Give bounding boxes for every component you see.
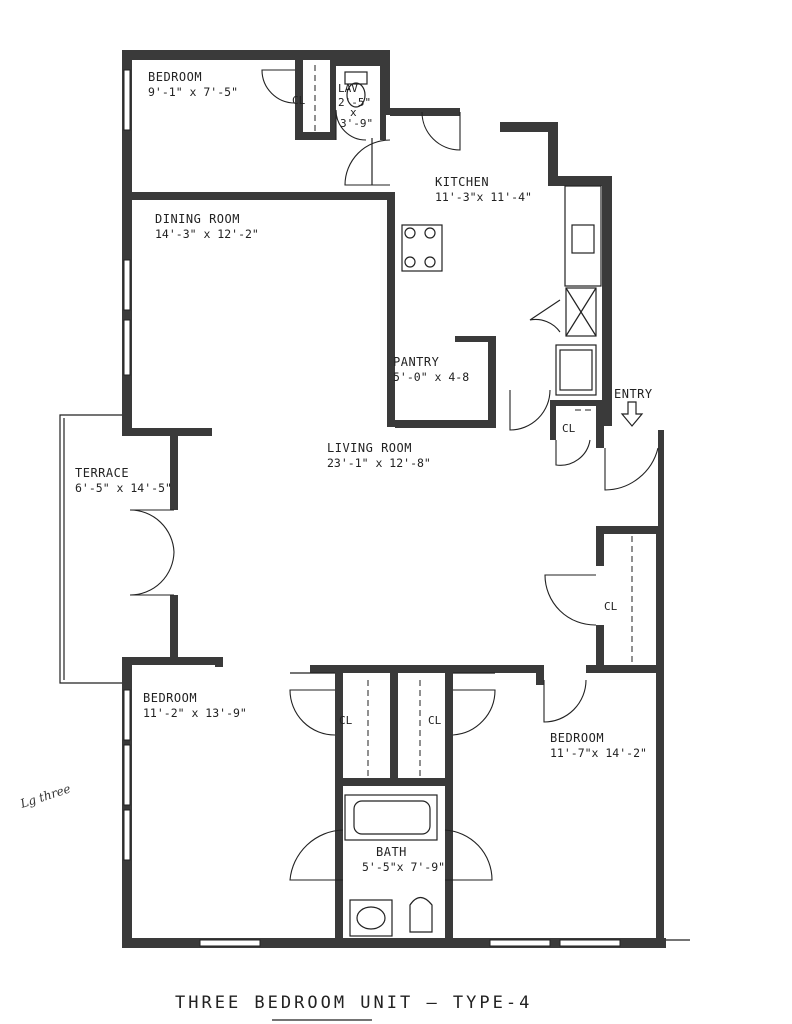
dims-lav-x: x [350, 106, 357, 119]
label-terrace: TERRACE [75, 466, 129, 480]
dims-bath: 5'-5"x 7'-9" [362, 860, 445, 874]
dims-bedroom-nw: 9'-1" x 7'-5" [148, 85, 238, 99]
dims-bedroom-sw: 11'-2" x 13'-9" [143, 706, 247, 720]
label-lav: LAV [338, 82, 358, 95]
dims-bedroom-se: 11'-7"x 14'-2" [550, 746, 647, 760]
label-closet-left: CL [339, 714, 353, 727]
fixtures [314, 65, 644, 937]
dims-pantry: 5'-0" x 4-8 [393, 370, 469, 384]
windows [123, 69, 690, 947]
dims-dining: 14'-3" x 12'-2" [155, 227, 259, 241]
dims-terrace: 6'-5" x 14'-5" [75, 481, 172, 495]
label-closet-right: CL [428, 714, 442, 727]
label-living: LIVING ROOM [327, 441, 412, 455]
doors [129, 69, 659, 881]
label-pantry: PANTRY [393, 355, 440, 369]
label-closet-entry: CL [562, 422, 576, 435]
terrace-outline [59, 414, 122, 684]
dims-living: 23'-1" x 12'-8" [327, 456, 431, 470]
label-kitchen: KITCHEN [435, 175, 489, 189]
label-bedroom-se: BEDROOM [550, 731, 604, 745]
label-bedroom-nw: BEDROOM [148, 70, 202, 84]
margin-note: Lg three [18, 781, 73, 811]
room-labels: BEDROOM 9'-1" x 7'-5" CL LAV 2'-5" x 3'-… [18, 70, 653, 874]
dims-kitchen: 11'-3"x 11'-4" [435, 190, 532, 204]
interior-walls [132, 60, 660, 938]
label-closet-east: CL [604, 600, 618, 613]
dims-lav-h: 3'-9" [340, 117, 373, 130]
plan-title: THREE BEDROOM UNIT — TYPE-4 [175, 993, 532, 1013]
label-bath: BATH [376, 845, 407, 859]
label-dining: DINING ROOM [155, 212, 240, 226]
dims-lav-w: 2'-5" [338, 96, 371, 109]
exterior-walls [122, 50, 666, 948]
label-bedroom-sw: BEDROOM [143, 691, 197, 705]
label-closet-nw: CL [292, 94, 306, 107]
label-entry: ENTRY [614, 387, 653, 401]
